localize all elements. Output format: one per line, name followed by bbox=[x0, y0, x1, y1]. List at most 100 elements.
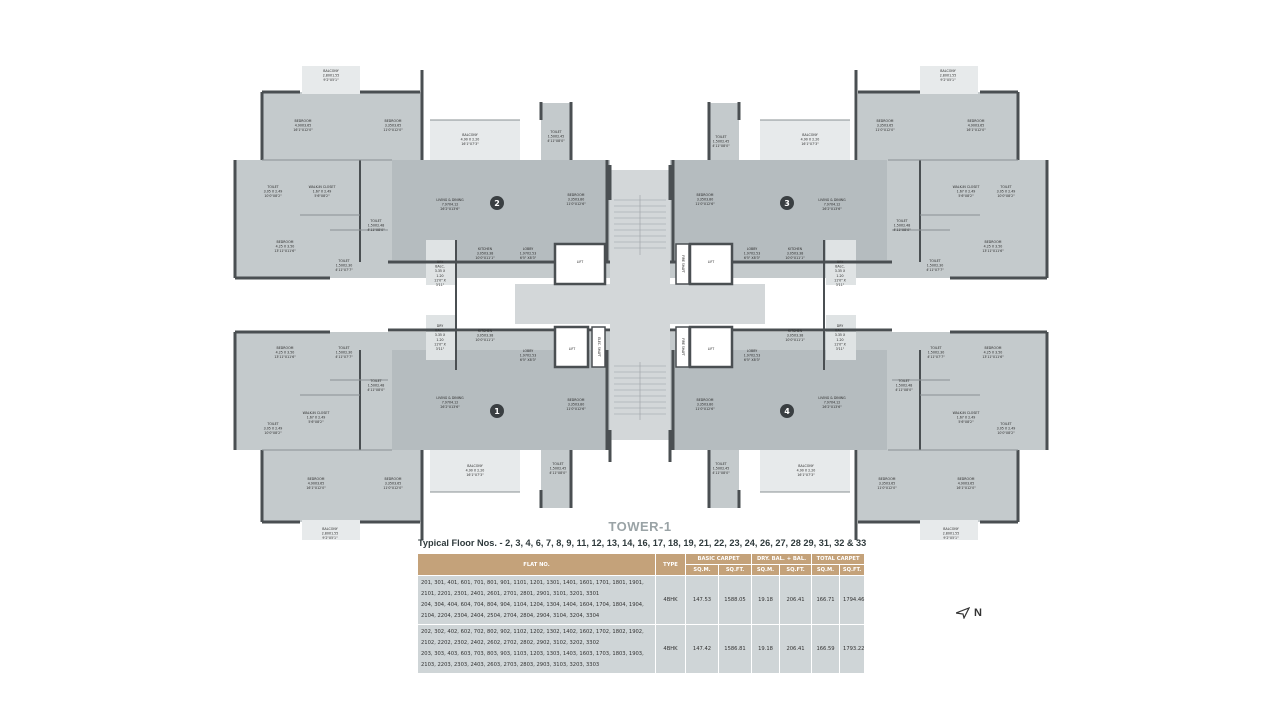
lobby-label-line: 6'5" X8'3" bbox=[520, 358, 537, 362]
balcony-label-line: 4.90 X 2.20 bbox=[797, 469, 816, 473]
lobby-label-line: LOBBY bbox=[523, 247, 533, 251]
kitchen-label-line: 3.05X3.38 bbox=[477, 334, 494, 338]
kitchen-label-line: 10'0"X11'1" bbox=[475, 338, 495, 342]
bedroom-label-line: BEDROOM bbox=[985, 346, 1002, 350]
dry-balcony-label-line: 3'11" bbox=[836, 283, 845, 287]
lobby-label-line: LOBBY bbox=[747, 247, 757, 251]
bedroom-label-line: BEDROOM bbox=[308, 477, 325, 481]
toilet-label-line: 4'11"X8'0" bbox=[549, 471, 567, 475]
balcony-label-line: BALCONY bbox=[323, 69, 338, 73]
flat-list-line: 203, 303, 403, 603, 703, 803, 903, 1103,… bbox=[421, 651, 644, 657]
lobby-label-line: 1.97X2.53 bbox=[520, 354, 537, 358]
bedroom-label-line: 11'0"X12'6" bbox=[695, 202, 715, 206]
bedroom-label-line: 4.90X3.65 bbox=[295, 124, 312, 128]
dry-balcony-label-line: 11'0" X bbox=[834, 278, 847, 282]
balcony-label-line: BALCONY bbox=[940, 69, 955, 73]
toilet-label-line: 3.05 X 2.49 bbox=[997, 190, 1016, 194]
toilet-label-line: 1.50X2.45 bbox=[713, 467, 730, 471]
living-dining-label-line: 7.97X4.12 bbox=[442, 203, 459, 207]
type-cell: 4BHK bbox=[655, 624, 686, 674]
flat-number-2: 2 bbox=[494, 199, 500, 208]
walk-in-closet-label-line: 1.67 X 2.49 bbox=[313, 190, 332, 194]
elec-shaft-label: ELEC. SHAFT bbox=[597, 337, 601, 357]
lobby-label-line: 1.97X2.53 bbox=[520, 252, 537, 256]
living-dining-label-line: 26'2"X13'6" bbox=[440, 405, 460, 409]
flat-list-line: 2103, 2203, 2303, 2403, 2603, 2703, 2803… bbox=[421, 662, 600, 668]
balcony-label-line: 4.90 X 2.20 bbox=[466, 469, 485, 473]
toilet-label-line: 4'11"X8'0" bbox=[895, 388, 913, 392]
toilet-label-line: 4'11"X7'7" bbox=[927, 355, 945, 359]
flat-number-4: 4 bbox=[784, 407, 790, 416]
toilet-label-line: 1.50X2.48 bbox=[896, 384, 913, 388]
balcony-label-line: 16'1"X7'3" bbox=[466, 473, 484, 477]
flat-list-line: 202, 302, 402, 602, 702, 802, 902, 1102,… bbox=[421, 629, 644, 635]
bedroom-label-line: BEDROOM bbox=[958, 477, 975, 481]
subheader-sqft: SQ.FT. bbox=[779, 564, 813, 576]
bedroom-label-line: 11'0"X12'0" bbox=[875, 128, 895, 132]
dry-balcony-label-line: 3.35 X bbox=[435, 333, 446, 337]
dry-balcony-label-line: 11'0" X bbox=[434, 278, 447, 282]
toilet-label-line: TOILET bbox=[370, 379, 381, 383]
lift-label: LIFT bbox=[708, 260, 715, 264]
lobby-label-line: 1.97X2.53 bbox=[744, 354, 761, 358]
toilet-label-line: TOILET bbox=[370, 219, 381, 223]
bedroom-label-line: 11'0"X12'6" bbox=[566, 202, 586, 206]
walk-in-closet-label-line: 5'6"X8'2" bbox=[308, 420, 324, 424]
area-table: FLAT NO. TYPE BASIC CARPET DRY. BAL. + B… bbox=[417, 553, 866, 674]
toilet-label-line: 3.05 X 2.49 bbox=[264, 190, 283, 194]
lobby-label-line: LOBBY bbox=[523, 349, 533, 353]
dry-balcony-label-line: 3.35 X bbox=[835, 269, 846, 273]
balcony-label-line: 9'2"X5'1" bbox=[322, 536, 338, 540]
bedroom-label-line: BEDROOM bbox=[385, 477, 402, 481]
subheader-sqft: SQ.FT. bbox=[839, 564, 866, 576]
toilet-label-line: 1.50X2.30 bbox=[336, 351, 353, 355]
bedroom-label-line: BEDROOM bbox=[568, 193, 585, 197]
bedroom-label-line: 13'11"X11'6" bbox=[274, 355, 296, 359]
toilet-label-line: TOILET bbox=[1000, 422, 1011, 426]
living-dining-label-line: 7.97X4.12 bbox=[824, 401, 841, 405]
toilet-label-line: 1.50X2.30 bbox=[336, 264, 353, 268]
toilet-label-line: 4'11"X7'7" bbox=[335, 355, 353, 359]
balcony-label-line: BALCONY bbox=[943, 527, 958, 531]
bedroom-label-line: BEDROOM bbox=[385, 119, 402, 123]
kitchen-label-line: 3.05X3.38 bbox=[787, 252, 804, 256]
bedroom-label-line: BEDROOM bbox=[277, 346, 294, 350]
flat-numbers-cell: 201, 301, 401, 601, 701, 801, 901, 1101,… bbox=[417, 575, 656, 625]
basic-sqft-cell: 1586.81 bbox=[717, 624, 753, 674]
flat-list-line: 2104, 2204, 2304, 2404, 2504, 2704, 2804… bbox=[421, 613, 600, 619]
toilet-label-line: 4'11"X8'0" bbox=[893, 228, 911, 232]
bedroom-label-line: 3.35X3.65 bbox=[877, 124, 894, 128]
fire-shaft-label: FIRE SHAFT bbox=[681, 255, 685, 273]
dry-balcony-label-line: 1.20 bbox=[436, 274, 443, 278]
basic-sqft-cell: 1588.05 bbox=[717, 575, 753, 625]
balcony-label-line: 9'2"X5'1" bbox=[940, 78, 956, 82]
toilet-label-line: 1.50X2.30 bbox=[928, 351, 945, 355]
flat-number-1: 1 bbox=[494, 407, 500, 416]
dry-balcony-label-line: 1.20 bbox=[836, 274, 843, 278]
toilet-label-line: 4'11"X8'0" bbox=[712, 471, 730, 475]
north-arrow-icon bbox=[956, 607, 970, 619]
